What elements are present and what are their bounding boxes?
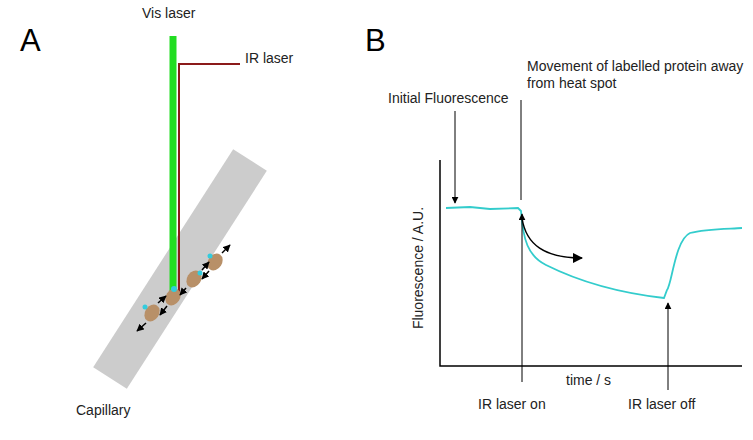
fluorescence-trace <box>446 207 742 298</box>
annotation-label: Movement of labelled protein away from h… <box>527 58 753 92</box>
leader-arrow <box>455 111 456 203</box>
movement-arrow <box>522 218 582 258</box>
annotation-label: IR laser on <box>478 396 546 413</box>
laser-label: IR laser <box>245 50 293 67</box>
vis-laser-beam <box>170 36 177 292</box>
axis-label: Fluorescence / A.U. <box>410 207 427 329</box>
panel-letter: B <box>365 22 386 59</box>
annotation-label: Initial Fluorescence <box>388 90 509 107</box>
ir-laser-beam <box>179 64 240 294</box>
leader-arrow <box>668 303 669 390</box>
laser-label: Vis laser <box>142 5 195 22</box>
leader-arrow <box>522 214 523 382</box>
axis-label: time / s <box>566 372 611 389</box>
part-label: Capillary <box>76 402 130 419</box>
chart-axes <box>440 160 742 366</box>
labelled-proteins <box>137 245 230 331</box>
panel-letter: A <box>20 22 41 59</box>
annotation-label: IR laser off <box>628 396 695 413</box>
leader-line <box>521 100 522 200</box>
